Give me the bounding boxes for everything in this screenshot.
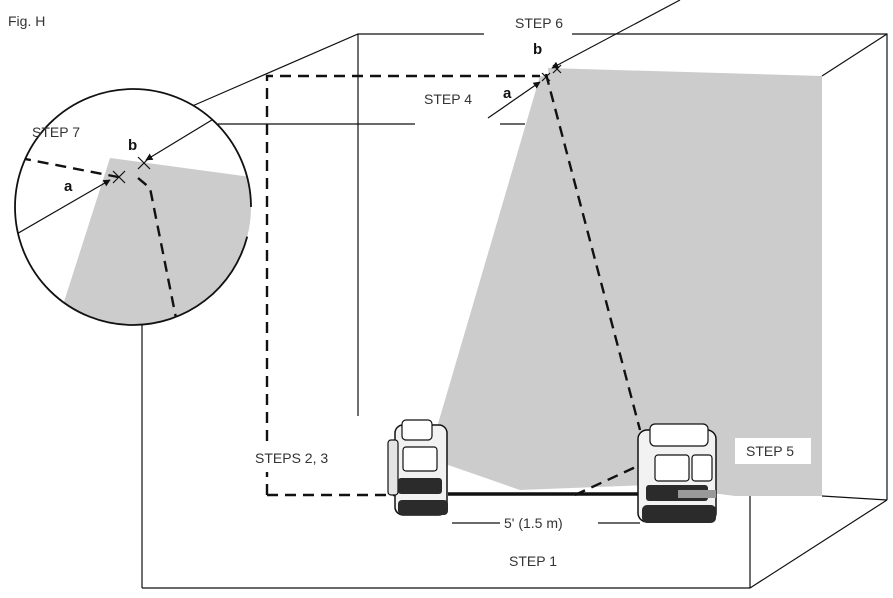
x-mark-a bbox=[541, 72, 551, 82]
distance-label: 5' (1.5 m) bbox=[504, 515, 563, 531]
step4-backdrop bbox=[413, 88, 498, 122]
step5-backdrop bbox=[735, 438, 811, 464]
marker-a-top: a bbox=[503, 85, 512, 102]
detail-circle bbox=[14, 88, 252, 326]
steps23-label: STEPS 2, 3 bbox=[255, 450, 328, 466]
dashed-reference-lines bbox=[265, 73, 642, 497]
marker-b-detail: b bbox=[128, 137, 137, 154]
marker-a-detail: a bbox=[64, 178, 73, 195]
steps23-backdrop bbox=[252, 442, 352, 472]
marker-b-top: b bbox=[533, 41, 542, 58]
step7-label: STEP 7 bbox=[32, 124, 80, 140]
vertical-beam-plane bbox=[428, 75, 650, 490]
step6-label: STEP 6 bbox=[515, 15, 563, 31]
step4-label: STEP 4 bbox=[424, 91, 472, 107]
figure-label: Fig. H bbox=[8, 13, 45, 29]
step5-label: STEP 5 bbox=[746, 443, 794, 459]
step1-label: STEP 1 bbox=[509, 553, 557, 569]
laser-level-left bbox=[387, 419, 448, 516]
laser-level-right bbox=[637, 423, 717, 523]
x-mark-b bbox=[552, 64, 562, 74]
leader-lines bbox=[218, 0, 681, 524]
